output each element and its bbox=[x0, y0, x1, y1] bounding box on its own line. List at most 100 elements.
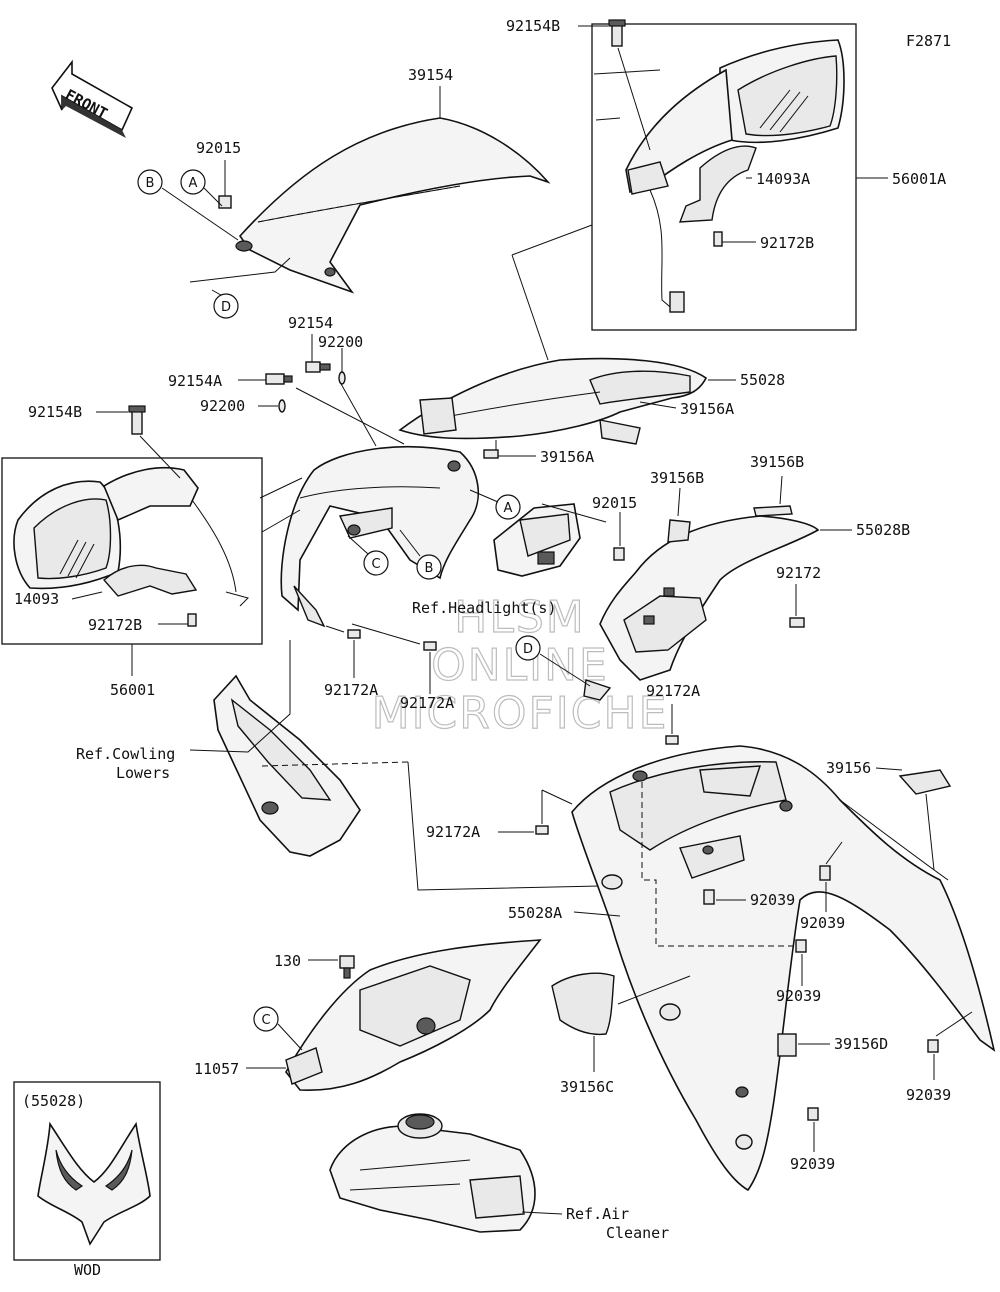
svg-text:D: D bbox=[221, 300, 231, 315]
label-92200-mid: 92200 bbox=[200, 397, 245, 415]
label-11057: 11057 bbox=[194, 1060, 239, 1078]
svg-text:B: B bbox=[425, 561, 434, 576]
label-39156d: 39156D bbox=[834, 1035, 888, 1053]
svg-text:A: A bbox=[504, 501, 513, 516]
inset-caption: WOD bbox=[74, 1261, 101, 1279]
screw-92172a-1 bbox=[347, 629, 361, 639]
label-92172a-1: 92172A bbox=[324, 681, 378, 699]
label-92200-top: 92200 bbox=[318, 333, 363, 351]
label-55028b: 55028B bbox=[856, 521, 910, 539]
label-14093a: 14093A bbox=[756, 170, 810, 188]
label-39156: 39156 bbox=[826, 759, 871, 777]
label-92172a-3: 92172A bbox=[646, 682, 700, 700]
svg-text:A: A bbox=[189, 176, 198, 191]
grommet-92015 bbox=[218, 195, 232, 209]
ref-cowling-line2: Lowers bbox=[116, 764, 170, 782]
label-92039-2: 92039 bbox=[800, 914, 845, 932]
bolt-92154a bbox=[265, 373, 293, 385]
mirror-assembly-box-56001a bbox=[591, 23, 857, 331]
label-92015-top: 92015 bbox=[196, 139, 241, 157]
label-92154: 92154 bbox=[288, 314, 333, 332]
figure-code: F2871 bbox=[906, 32, 951, 50]
label-56001a: 56001A bbox=[892, 170, 946, 188]
label-39156a-2: 39156A bbox=[540, 448, 594, 466]
callout-a-mid bbox=[495, 494, 521, 520]
decal-39156c bbox=[551, 972, 615, 1036]
label-39156b-1: 39156B bbox=[650, 469, 704, 487]
label-39156c: 39156C bbox=[560, 1078, 614, 1096]
svg-text:C: C bbox=[371, 557, 380, 572]
decal-39156b-2 bbox=[753, 505, 793, 517]
svg-text:D: D bbox=[523, 642, 533, 657]
clip-92039-5 bbox=[807, 1107, 819, 1121]
clip-92039-4 bbox=[927, 1039, 939, 1053]
label-14093: 14093 bbox=[14, 590, 59, 608]
callout-b-mid bbox=[416, 554, 442, 580]
callout-b-top bbox=[137, 169, 163, 195]
front-arrow-icon: FRONT bbox=[51, 59, 134, 138]
label-92039-3: 92039 bbox=[776, 987, 821, 1005]
label-39154: 39154 bbox=[408, 66, 453, 84]
ref-air-line2: Cleaner bbox=[606, 1224, 669, 1242]
label-92154a: 92154A bbox=[168, 372, 222, 390]
svg-text:HLSM: HLSM bbox=[454, 592, 586, 643]
label-92154b-top: 92154B bbox=[506, 17, 560, 35]
mirror-left-56001 bbox=[13, 466, 249, 607]
ref-cowling-line1: Ref.Cowling bbox=[76, 745, 175, 763]
windshield-39154 bbox=[235, 117, 551, 294]
stay-11057 bbox=[285, 939, 542, 1092]
callout-d-top bbox=[213, 293, 239, 319]
bolt-92154 bbox=[305, 361, 331, 373]
screw-92172b-left bbox=[187, 613, 197, 627]
label-39156a-1: 39156A bbox=[680, 400, 734, 418]
screw-92172a-4 bbox=[535, 825, 549, 835]
label-39156b-2: 39156B bbox=[750, 453, 804, 471]
inset-cowl-wod bbox=[37, 1121, 151, 1246]
inner-panel-55028b bbox=[583, 515, 820, 701]
svg-text:C: C bbox=[261, 1013, 270, 1028]
side-fairing-55028a bbox=[571, 745, 996, 1192]
label-92172: 92172 bbox=[776, 564, 821, 582]
bolt-92154b-left bbox=[128, 405, 146, 435]
label-92172a-2: 92172A bbox=[400, 694, 454, 712]
callout-a-top bbox=[180, 169, 206, 195]
clip-92039-1 bbox=[703, 889, 715, 905]
svg-text:MICROFICHE: MICROFICHE bbox=[372, 688, 669, 739]
callout-c-mid bbox=[363, 550, 389, 576]
inset-box-wod bbox=[13, 1081, 161, 1261]
callout-c-bottom bbox=[253, 1006, 279, 1032]
bolt-92154b-top bbox=[608, 19, 626, 47]
label-55028: 55028 bbox=[740, 371, 785, 389]
label-92172b-left: 92172B bbox=[88, 616, 142, 634]
screw-92172a-3 bbox=[665, 735, 679, 745]
bracket-14093a bbox=[678, 145, 757, 223]
clip-92039-3 bbox=[795, 939, 807, 953]
washer-92200-mid bbox=[278, 399, 286, 413]
label-92154b-left: 92154B bbox=[28, 403, 82, 421]
label-92039-1: 92039 bbox=[750, 891, 795, 909]
screw-92172 bbox=[789, 617, 805, 628]
ref-headlight: Ref.Headlight(s) bbox=[412, 599, 557, 617]
label-92172b-top: 92172B bbox=[760, 234, 814, 252]
bracket-14093 bbox=[103, 564, 198, 597]
decal-39156a bbox=[483, 449, 499, 459]
clip-92039-2 bbox=[819, 865, 831, 881]
label-92015-mid: 92015 bbox=[592, 494, 637, 512]
upper-cowl-55028 bbox=[398, 357, 708, 445]
headlight-reference-part bbox=[493, 503, 581, 577]
ref-air-line1: Ref.Air bbox=[566, 1205, 629, 1223]
svg-text:B: B bbox=[146, 176, 155, 191]
air-cleaner-reference-part bbox=[329, 1113, 536, 1233]
inset-title: (55028) bbox=[22, 1092, 85, 1110]
label-92039-5: 92039 bbox=[790, 1155, 835, 1173]
label-92172a-4: 92172A bbox=[426, 823, 480, 841]
callout-d-mid bbox=[515, 635, 541, 661]
decal-39156d bbox=[777, 1033, 797, 1057]
label-92039-4: 92039 bbox=[906, 1086, 951, 1104]
screw-92172b-top bbox=[713, 231, 723, 247]
bolt-130 bbox=[339, 955, 355, 979]
cowling-lower-reference-part bbox=[213, 674, 361, 857]
decal-39156 bbox=[898, 769, 952, 795]
label-130: 130 bbox=[274, 952, 301, 970]
